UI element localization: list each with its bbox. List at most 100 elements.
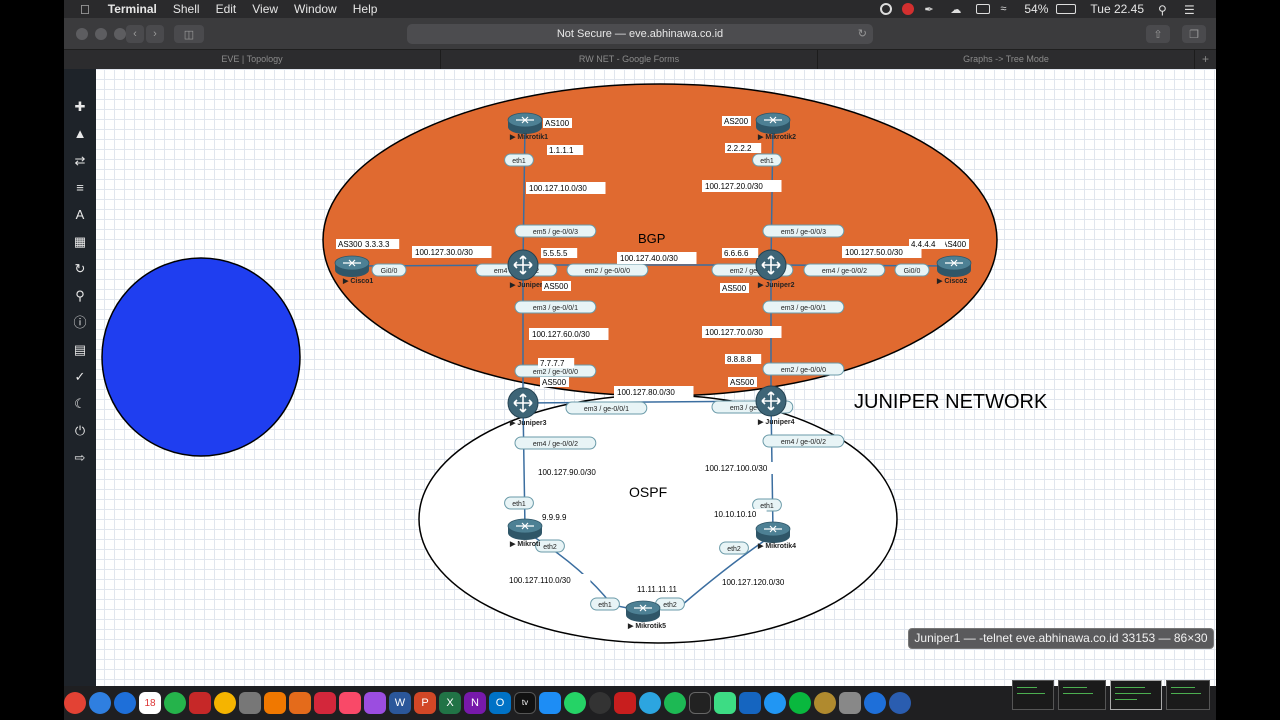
add-icon[interactable]: ✚ [74,99,86,114]
menu-edit[interactable]: Edit [205,2,237,16]
music-dock-icon[interactable] [339,692,361,714]
back-icon[interactable]: ‹ [126,25,144,43]
tab-eve-topology[interactable]: EVE | Topology [64,50,441,69]
telegram-dock-icon[interactable] [639,692,661,714]
whatsapp-dock-icon[interactable] [564,692,586,714]
photobooth-dock-icon[interactable] [189,692,211,714]
terminal-dock-icon[interactable] [689,692,711,714]
terminal-window-thumb-1[interactable] [1012,680,1054,710]
reload-icon[interactable]: ↻ [857,28,867,40]
compass-dock-icon[interactable] [814,692,836,714]
close-window-button[interactable] [76,28,88,40]
terminal-window-thumb-4[interactable] [1166,680,1210,710]
browser-dock-icon[interactable] [114,692,136,714]
interface-label-14: em3 / ge-0/0/1 [565,401,648,415]
notes-icon[interactable]: ▤ [73,342,87,357]
appstore-dock-icon[interactable] [539,692,561,714]
share-icon[interactable]: ⇧ [1146,25,1170,43]
text-list-icon[interactable]: ≡ [76,180,84,195]
menu-clock[interactable]: Tue 22.45 [1090,2,1144,16]
chrome-status-icon[interactable] [902,3,915,15]
dock-app-icon[interactable] [889,692,911,714]
power-icon[interactable]: ⏻ [74,423,86,438]
menu-shell[interactable]: Shell [163,2,200,16]
text-icon[interactable]: A [75,207,85,222]
minimize-window-button[interactable] [95,28,107,40]
system-prefs-dock-icon[interactable] [839,692,861,714]
chrome-dock-icon[interactable] [64,692,86,714]
vlc-dock-icon[interactable] [264,692,286,714]
keyboard-icon[interactable] [976,4,991,14]
node-list-icon[interactable]: ▲ [73,126,87,141]
calendar-dock-icon[interactable]: 18 [139,692,161,714]
battery-icon[interactable] [1056,4,1077,14]
spotify-dock-icon[interactable] [664,692,686,714]
menu-help[interactable]: Help [342,2,378,16]
record-icon[interactable] [880,3,893,15]
appletv-dock-icon[interactable]: tv [514,692,536,714]
finder-dock-icon[interactable] [864,692,886,714]
magnet-dock-icon[interactable] [614,692,636,714]
url-bar[interactable]: Not Secure — eve.abhinawa.co.id ↻ [407,24,873,44]
speedtest-dock-icon[interactable] [589,692,611,714]
excel-dock-icon[interactable]: X [439,692,461,714]
info-icon[interactable]: ⓘ [73,315,87,330]
svg-text:em3 / ge-0/0/1: em3 / ge-0/0/1 [533,305,578,312]
onenote-dock-icon[interactable]: N [464,692,486,714]
safari-dock-icon[interactable] [89,692,111,714]
zoom-window-button[interactable] [114,28,126,40]
terminal-window-thumb-2[interactable] [1058,680,1106,710]
zoom-icon[interactable]: ⚲ [75,288,85,303]
status-icon[interactable]: ✓ [74,369,86,384]
menu-view[interactable]: View [242,2,278,16]
word-dock-icon[interactable]: W [389,692,411,714]
podcasts-dock-icon[interactable] [364,692,386,714]
topology-workspace[interactable]: ✚ ▲ ⇄ ≡ A ▦ ↻ ⚲ ⓘ ▤ ✓ ☾ ⏻ ⇨ BGP OSPF JUN… [64,69,1216,686]
powerpoint-dock-icon[interactable]: P [414,692,436,714]
cloud-icon[interactable]: ☁ [950,4,962,16]
maps-dock-icon[interactable] [164,692,186,714]
subnet-label-9: 100.127.100.0/30 [702,462,787,474]
logout-icon[interactable]: ⇨ [74,450,86,465]
grid-icon[interactable]: ▦ [73,234,87,249]
loopback-ip-label: 1.1.1.1 [549,146,574,155]
photos-dock-icon[interactable] [214,692,236,714]
messages-dock-icon[interactable] [764,692,786,714]
pen-icon[interactable]: ✒ [924,4,934,16]
terminal-window-thumb-3[interactable] [1110,680,1162,710]
tabs-overview-icon[interactable]: ❐ [1182,25,1206,43]
new-tab-button[interactable]: + [1201,52,1209,66]
android-dock-icon[interactable] [714,692,736,714]
svg-text:eth1: eth1 [760,158,774,165]
outlook-dock-icon[interactable]: O [489,692,511,714]
menu-window[interactable]: Window [284,2,337,16]
refresh-icon[interactable]: ↻ [74,261,86,276]
spotlight-search-icon[interactable]: ⚲ [1158,3,1167,17]
wifi-icon[interactable]: ≈ [1000,3,1007,15]
preview-dock-icon[interactable] [239,692,261,714]
sidebar-toggle-icon[interactable]: ◫ [174,25,204,43]
network-icon[interactable]: ⇄ [74,153,86,168]
anydesk-dock-icon[interactable] [314,692,336,714]
notification-center-icon[interactable]: ☰ [1184,3,1195,17]
network-tool-dock-icon[interactable] [739,692,761,714]
tab-google-forms[interactable]: RW NET - Google Forms [441,50,818,69]
tab-graphs-tree[interactable]: Graphs -> Tree Mode [818,50,1195,69]
sublime-dock-icon[interactable] [289,692,311,714]
menu-app-name[interactable]: Terminal [98,2,157,16]
apple-icon[interactable]:  [64,2,100,17]
forward-icon[interactable]: › [146,25,164,43]
wechat-dock-icon[interactable] [789,692,811,714]
dark-mode-icon[interactable]: ☾ [74,396,86,411]
